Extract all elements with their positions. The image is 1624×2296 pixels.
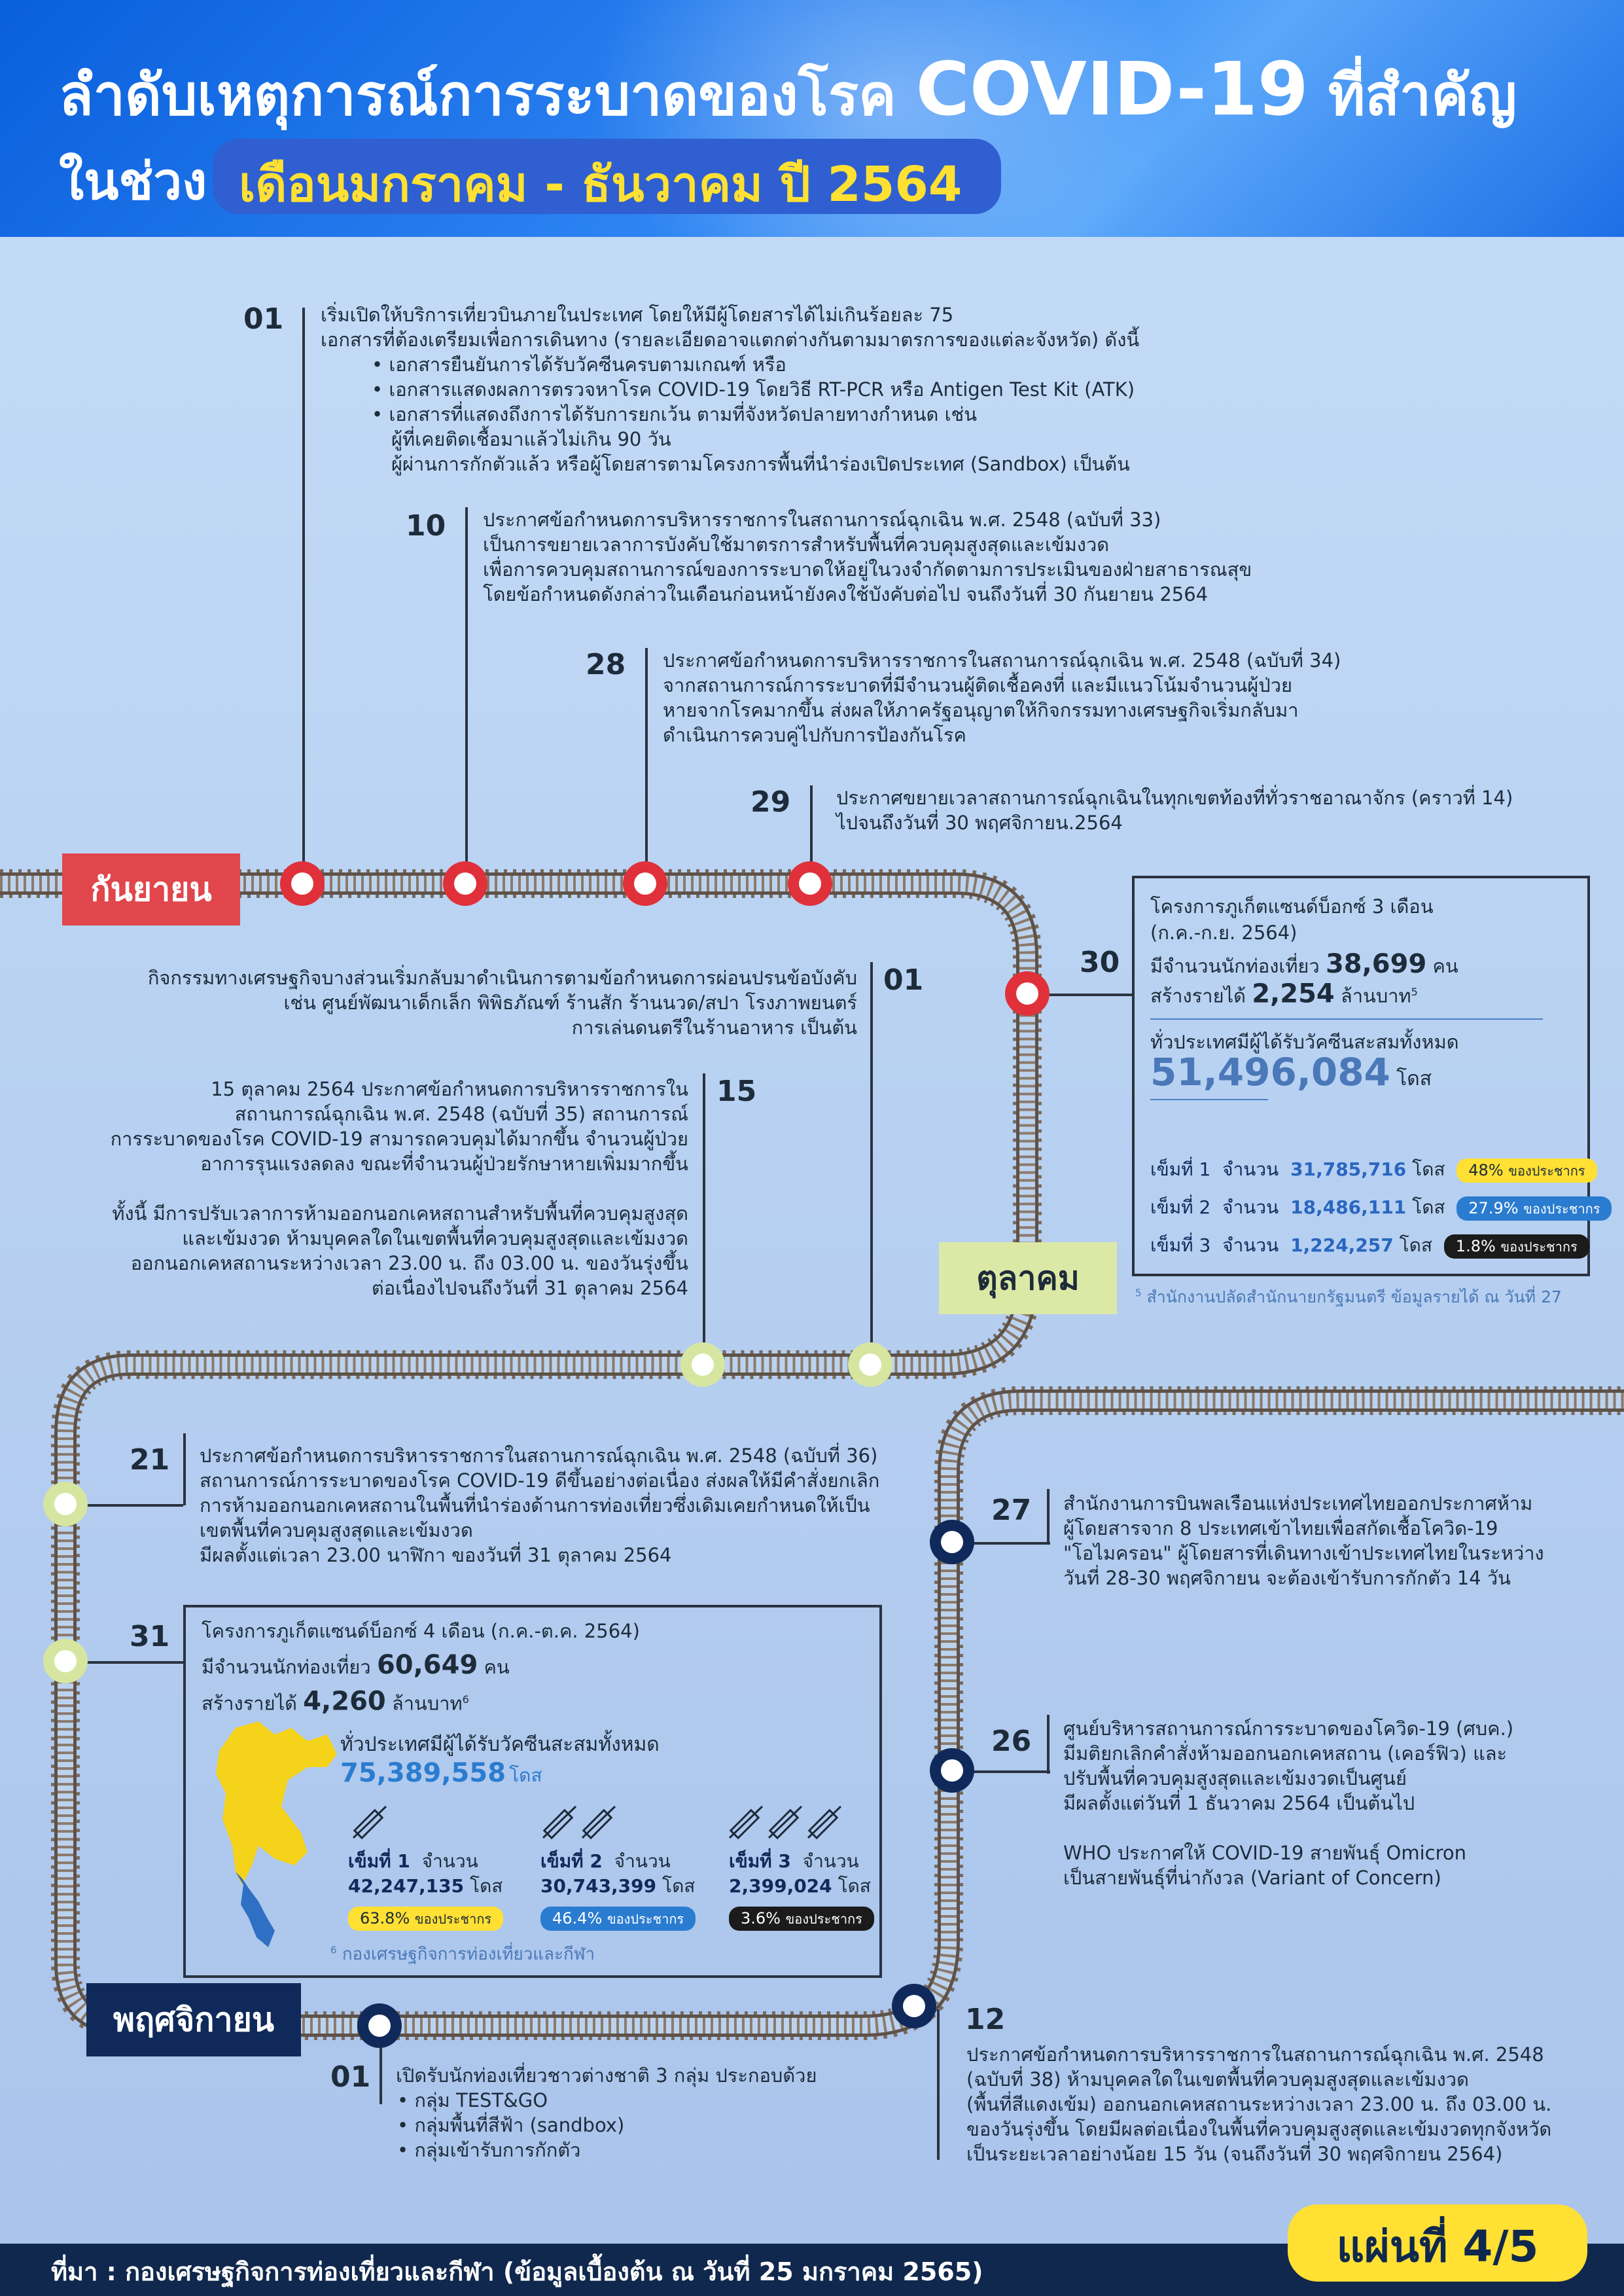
month-label-sep: กันยายน (62, 853, 240, 925)
event-day-sep10: 10 (406, 509, 446, 543)
marker-sep30 (1005, 971, 1050, 1016)
marker-oct21 (43, 1482, 88, 1526)
event-day-sep29: 29 (750, 785, 791, 819)
bullet-item: • เอกสารที่แสดงถึงการได้รับการยกเว้น ตาม… (372, 403, 978, 425)
marker-sep29 (788, 861, 832, 906)
connector-nov12 (937, 2009, 940, 2160)
month-label-oct: ตุลาคม (939, 1242, 1117, 1314)
page-number: แผ่นที่ 4/5 (1336, 2221, 1539, 2272)
income-value: 2,254 (1252, 978, 1335, 1009)
connector-nov01 (380, 2026, 382, 2104)
vaccine-total: 75,389,558 (340, 1758, 506, 1788)
sandbox-3month-doses: เข็มที่ 1 จำนวน 31,785,716 โดส 48% ของปร… (1150, 1151, 1612, 1265)
dose-col-2: เข็มที่ 2 จำนวน 30,743,399 โดส 46.4% ของ… (540, 1849, 696, 1931)
connector-oct21-v (183, 1433, 186, 1505)
connector-oct01 (870, 962, 873, 1365)
connector-sep28 (645, 648, 648, 884)
marker-nov01 (357, 2003, 402, 2048)
connector-nov27-v (1047, 1489, 1050, 1545)
tourist-count: 38,699 (1325, 949, 1427, 979)
connector-oct21-h (65, 1504, 183, 1507)
event-text-nov26: ศูนย์บริหารสถานการณ์การระบาดของโควิด-19 … (1063, 1717, 1514, 1889)
marker-nov26 (930, 1748, 974, 1793)
tourist-count: 60,649 (376, 1650, 478, 1680)
event-day-oct01: 01 (883, 963, 924, 997)
page-badge (1288, 2204, 1587, 2282)
bullet-item: • เอกสารยืนยันการได้รับวัคซีนครบตามเกณฑ์… (372, 353, 786, 376)
syringe-icon (352, 1805, 387, 1840)
connector-sep30 (1027, 994, 1132, 996)
sandbox-4month-source: 6 กองเศรษฐกิจการท่องเที่ยวและกีฬา (330, 1944, 595, 1964)
event-day-oct31: 31 (130, 1620, 170, 1653)
vaccine-total-4m-row: 75,389,558 โดส (340, 1758, 542, 1788)
sandbox-3month-box (1132, 876, 1590, 1276)
event-day-oct15: 15 (716, 1075, 757, 1108)
event-text-nov27: สำนักงานการบินพลเรือนแห่งประเทศไทยออกประ… (1063, 1492, 1544, 1589)
dose-row: เข็มที่ 3 จำนวน 1,224,257 โดส 1.8% ของปร… (1150, 1227, 1612, 1265)
bullet-item: • เอกสารแสดงผลการตรวจหาโรค COVID-19 โดยว… (372, 378, 1135, 401)
event-day-sep28: 28 (586, 648, 626, 681)
event-day-nov27: 27 (991, 1494, 1032, 1527)
income-value: 4,260 (303, 1686, 386, 1717)
event-day-nov26: 26 (991, 1725, 1032, 1758)
marker-oct01 (848, 1342, 892, 1387)
marker-sep28 (623, 861, 667, 906)
event-day-sep01: 01 (243, 302, 284, 336)
dose-row: เข็มที่ 1 จำนวน 31,785,716 โดส 48% ของปร… (1150, 1151, 1612, 1189)
vaccine-total: 51,496,084 (1150, 1049, 1390, 1094)
event-text-sep29: ประกาศขยายเวลาสถานการณ์ฉุกเฉินในทุกเขตท้… (836, 787, 1513, 834)
connector-sep29 (810, 785, 813, 884)
sandbox-4month-box (183, 1605, 882, 1978)
dose-col-1: เข็มที่ 1 จำนวน 42,247,135 โดส 63.8% ของ… (348, 1849, 504, 1931)
covid-title: COVID-19 (915, 47, 1309, 132)
syringe-icon (728, 1805, 842, 1840)
event-day-nov12: 12 (965, 2003, 1006, 2036)
marker-nov27 (930, 1520, 974, 1564)
event-text-oct01: กิจกรรมทางเศรษฐกิจบางส่วนเริ่มกลับมาดำเน… (147, 967, 857, 1039)
page-title-prefix: ในช่วง (59, 152, 207, 211)
dose-row: เข็มที่ 2 จำนวน 18,486,111 โดส 27.9% ของ… (1150, 1189, 1612, 1227)
event-day-oct21: 21 (130, 1443, 170, 1477)
marker-sep10 (443, 861, 487, 906)
period-pill (213, 139, 1001, 214)
event-day-sep30: 30 (1080, 946, 1120, 979)
period-text: เดือนมกราคม - ธันวาคม ปี 2564 (239, 156, 962, 213)
event-text-sep28: ประกาศข้อกำหนดการบริหารราชการในสถานการณ์… (663, 649, 1341, 746)
sandbox-3month-source: 5 สำนักงานปลัดสำนักนายกรัฐมนตรี ข้อมูลรา… (1135, 1287, 1562, 1306)
bullet-item: • กลุ่ม TEST&GO (397, 2089, 548, 2111)
bullet-item: • กลุ่มพื้นที่สีฟ้า (sandbox) (397, 2114, 625, 2136)
connector-sep10 (465, 507, 468, 884)
event-text-nov12: ประกาศข้อกำหนดการบริหารราชการในสถานการณ์… (966, 2043, 1552, 2165)
page-title-line1: ลำดับเหตุการณ์การระบาดของโรค COVID-19 ที… (59, 47, 1517, 132)
event-text-oct15: 15 ตุลาคม 2564 ประกาศข้อกำหนดการบริหารรา… (110, 1078, 688, 1299)
marker-oct15 (680, 1342, 725, 1387)
vaccine-label-4m: ทั่วประเทศมีผู้ได้รับวัคซีนสะสมทั้งหมด (340, 1733, 660, 1756)
event-text-sep10: ประกาศข้อกำหนดการบริหารราชการในสถานการณ์… (483, 509, 1252, 605)
event-text-nov01: เปิดรับนักท่องเที่ยวชาวต่างชาติ 3 กลุ่ม … (396, 2064, 817, 2161)
connector-oct31 (65, 1661, 183, 1664)
marker-oct31 (43, 1639, 88, 1683)
connector-nov27-h (952, 1542, 1050, 1545)
footer-source: ที่มา : กองเศรษฐกิจการท่องเที่ยวและกีฬา … (51, 2257, 983, 2286)
sandbox-4month-content: โครงการภูเก็ตแซนด์บ็อกซ์ 4 เดือน (ก.ค.-ต… (202, 1620, 640, 1717)
marker-sep01 (280, 861, 325, 906)
syringe-icon (542, 1805, 616, 1840)
connector-sep01 (302, 308, 305, 884)
event-text-oct21: ประกาศข้อกำหนดการบริหารราชการในสถานการณ์… (200, 1444, 880, 1566)
connector-oct15 (703, 1073, 705, 1365)
connector-nov26-h (952, 1770, 1050, 1773)
month-label-nov: พฤศจิกายน (86, 1983, 301, 2056)
marker-nov12 (892, 1984, 936, 2028)
event-day-nov01: 01 (330, 2060, 371, 2094)
bullet-item: • กลุ่มเข้ารับการกักตัว (397, 2139, 581, 2161)
sandbox-3month-content: โครงการภูเก็ตแซนด์บ็อกซ์ 3 เดือน (ก.ค.-ก… (1150, 893, 1543, 1113)
dose-col-3: เข็มที่ 3 จำนวน 2,399,024 โดส 3.6% ของปร… (729, 1849, 874, 1931)
event-text-sep01: เริ่มเปิดให้บริการเที่ยวบินภายในประเทศ โ… (321, 304, 1140, 475)
connector-nov26-v (1047, 1715, 1050, 1774)
